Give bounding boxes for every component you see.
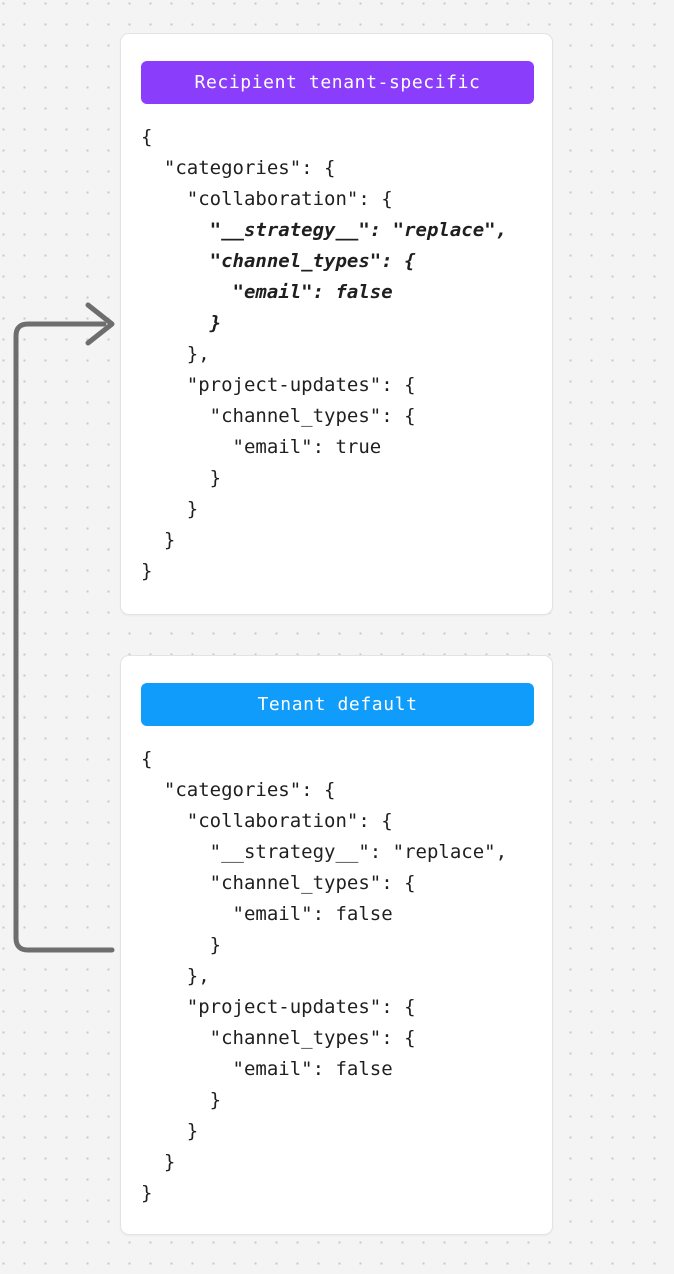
code-line: "__strategy__": "replace", <box>141 219 508 241</box>
code-line: "email": false <box>141 903 393 925</box>
recipient-tenant-specific-badge: Recipient tenant-specific <box>141 61 534 104</box>
recipient-tenant-specific-card: Recipient tenant-specific { "categories"… <box>120 33 553 615</box>
code-line: "channel_types": { <box>141 872 416 894</box>
code-line: "channel_types": { <box>141 1027 416 1049</box>
code-line: "__strategy__": "replace", <box>141 841 508 863</box>
code-line: "channel_types": { <box>141 405 416 427</box>
code-line: "categories": { <box>141 157 336 179</box>
code-line: } <box>141 1182 153 1204</box>
arrow-path <box>13 321 115 953</box>
recipient-tenant-specific-json: { "categories": { "collaboration": { "__… <box>141 122 540 587</box>
code-line: "channel_types": { <box>141 250 416 272</box>
code-line: "email": false <box>141 281 393 303</box>
code-line: "project-updates": { <box>141 374 416 396</box>
code-line: }, <box>141 343 210 365</box>
code-line: "email": false <box>141 1058 393 1080</box>
code-line: "collaboration": { <box>141 810 393 832</box>
tenant-default-card: Tenant default { "categories": { "collab… <box>120 655 553 1235</box>
code-line: { <box>141 748 153 770</box>
code-line: { <box>141 126 153 148</box>
code-line: "collaboration": { <box>141 188 393 210</box>
code-line: "email": true <box>141 436 382 458</box>
arrow-head <box>85 302 115 346</box>
code-line: } <box>141 312 222 334</box>
tenant-default-json: { "categories": { "collaboration": { "__… <box>141 744 540 1209</box>
code-line: }, <box>141 965 210 987</box>
code-line: } <box>141 467 222 489</box>
code-line: } <box>141 529 176 551</box>
code-line: "project-updates": { <box>141 996 416 1018</box>
code-line: } <box>141 1120 199 1142</box>
code-line: } <box>141 1089 222 1111</box>
code-line: } <box>141 934 222 956</box>
tenant-default-badge: Tenant default <box>141 683 534 726</box>
code-line: } <box>141 560 153 582</box>
code-line: } <box>141 498 199 520</box>
code-line: } <box>141 1151 176 1173</box>
code-line: "categories": { <box>141 779 336 801</box>
